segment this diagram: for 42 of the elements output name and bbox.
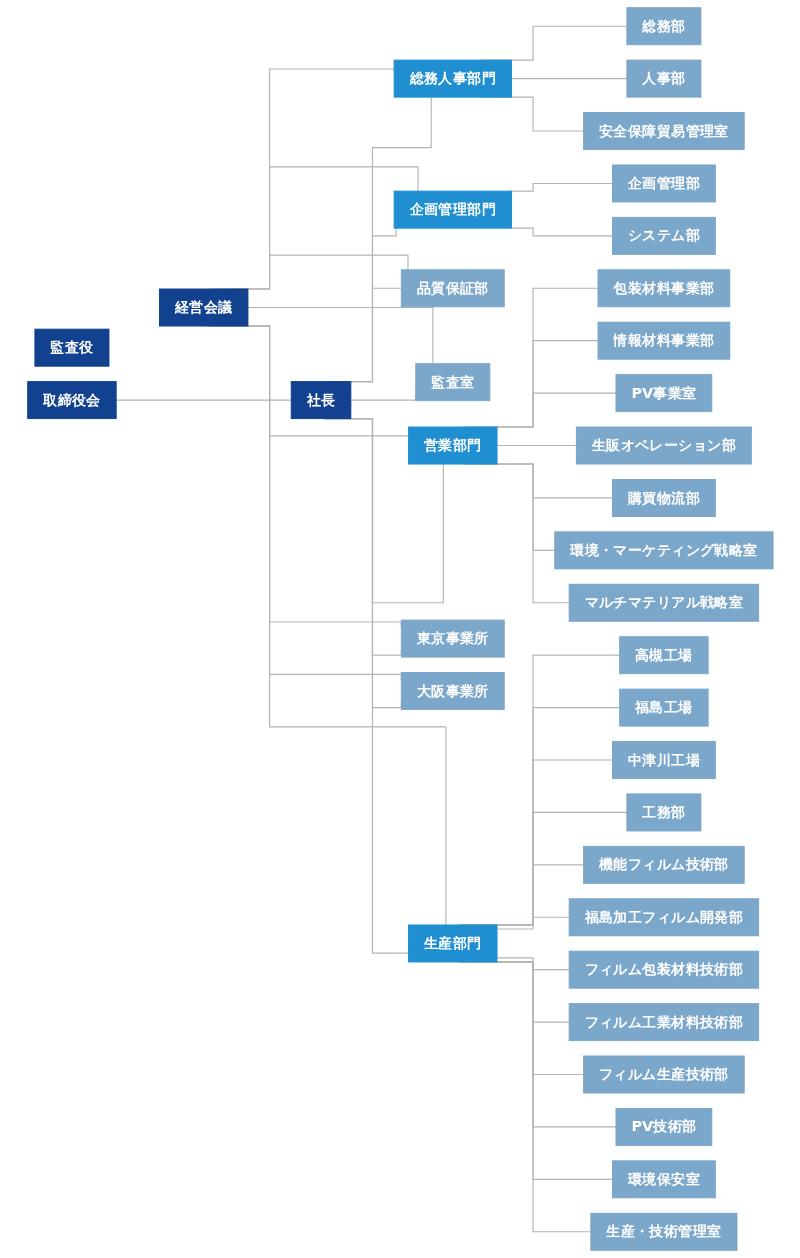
node-box: 環境保安室 bbox=[611, 1160, 716, 1199]
node-box: フィルム工業材料技術部 bbox=[568, 1003, 759, 1042]
node-box: 品質保証部 bbox=[400, 269, 505, 308]
node-box: PV事業室 bbox=[615, 374, 712, 413]
node-box: 高槻工場 bbox=[618, 636, 709, 675]
node-box: 監査役 bbox=[34, 328, 110, 367]
node-box: 安全保障貿易管理室 bbox=[582, 112, 745, 151]
node-box: 大阪事業所 bbox=[400, 672, 505, 711]
connector bbox=[115, 399, 292, 401]
node-box: 福島加工フィルム開発部 bbox=[568, 898, 759, 937]
node-box: 機能フィルム技術部 bbox=[582, 845, 745, 884]
connector bbox=[510, 78, 628, 80]
connector bbox=[247, 306, 434, 365]
node-box: 人事部 bbox=[626, 59, 702, 98]
connector bbox=[496, 916, 570, 930]
node-box: PV技術部 bbox=[615, 1107, 712, 1146]
node-box: 包装材料事業部 bbox=[597, 269, 730, 308]
node-box: 経営会議 bbox=[158, 288, 249, 327]
node-box: 企画管理部門 bbox=[393, 190, 512, 229]
node-box: 生産・技術管理室 bbox=[589, 1212, 738, 1251]
node-box: システム部 bbox=[611, 216, 716, 255]
node-box: 工務部 bbox=[626, 793, 702, 832]
node-box: 総務部 bbox=[626, 7, 702, 46]
node-box: 取締役会 bbox=[26, 381, 117, 420]
node-box: 企画管理部 bbox=[611, 164, 716, 203]
connector bbox=[496, 444, 577, 447]
node-box: 環境・マーケティング戦略室 bbox=[553, 531, 774, 570]
node-box: 監査室 bbox=[414, 363, 490, 402]
node-box: 生産部門 bbox=[407, 924, 498, 963]
node-box: 生販オペレーション部 bbox=[575, 426, 752, 465]
node-box: フィルム生産技術部 bbox=[582, 1055, 745, 1094]
node-box: 営業部門 bbox=[407, 426, 498, 465]
node-box: 東京事業所 bbox=[400, 619, 505, 658]
node-box: マルチマテリアル戦略室 bbox=[568, 583, 759, 622]
node-box: 情報材料事業部 bbox=[597, 321, 730, 360]
node-box: フィルム包装材料技術部 bbox=[568, 950, 759, 989]
node-box: 中津川工場 bbox=[611, 741, 716, 780]
node-box: 購買物流部 bbox=[611, 478, 716, 517]
node-box: 福島工場 bbox=[618, 688, 709, 727]
node-box: 総務人事部門 bbox=[393, 59, 512, 98]
connector bbox=[496, 957, 570, 971]
node-box: 社長 bbox=[290, 381, 351, 420]
